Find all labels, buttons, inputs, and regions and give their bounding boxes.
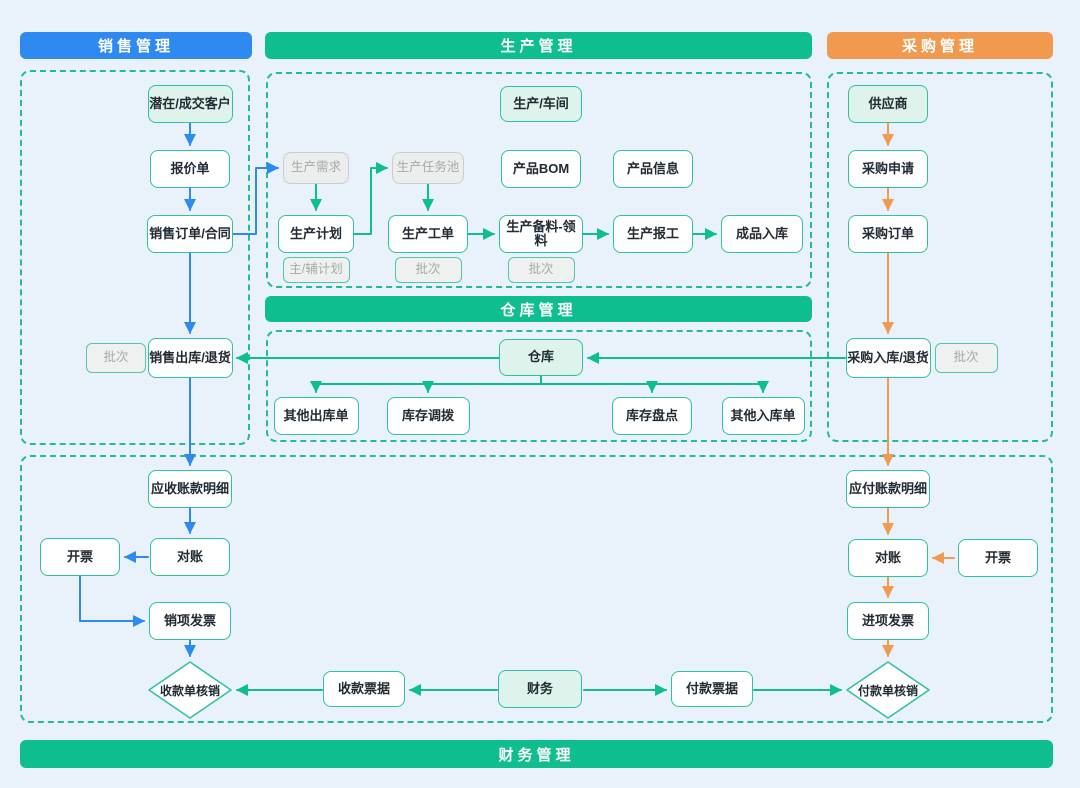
node-main-aux-plan: 主/辅计划 — [282, 257, 350, 283]
sales-management-header: 销售管理 — [20, 32, 252, 59]
node-payable-details: 应付账款明细 — [846, 470, 930, 508]
node-inventory-transfer: 库存调拨 — [386, 397, 470, 435]
node-production-demand: 生产需求 — [283, 152, 349, 184]
node-sales-outbound-return: 销售出库/退货 — [147, 338, 233, 378]
production-management-header: 生产管理 — [265, 32, 812, 59]
node-purchase-inbound-return: 采购入库/退货 — [845, 338, 931, 378]
node-potential-customer: 潜在/成交客户 — [147, 85, 233, 123]
node-purchase-order: 采购订单 — [848, 215, 928, 253]
node-finished-goods-inbound: 成品入库 — [721, 215, 803, 253]
node-inventory-count: 库存盘点 — [612, 397, 692, 435]
node-sales-invoice: 销项发票 — [149, 602, 231, 640]
node-batch-work-order: 批次 — [394, 257, 462, 283]
node-reconciliation-purchase: 对账 — [848, 539, 928, 577]
node-production-task-pool: 生产任务池 — [392, 152, 464, 184]
purchase-management-header: 采购管理 — [827, 32, 1053, 59]
node-supplier: 供应商 — [848, 85, 928, 123]
node-invoice-issue-sales: 开票 — [40, 538, 120, 576]
node-purchase-request: 采购申请 — [848, 150, 928, 188]
edge-invoice-sales-invoice — [79, 575, 145, 627]
node-product-bom: 产品BOM — [501, 150, 581, 188]
node-reconciliation-sales: 对账 — [150, 538, 230, 576]
node-production-work-order: 生产工单 — [388, 215, 468, 253]
node-payment-bill: 付款票据 — [671, 671, 753, 707]
warehouse-section — [266, 330, 812, 442]
node-batch-sales: 批次 — [86, 343, 146, 373]
diamond-shape — [846, 661, 930, 719]
node-quotation: 报价单 — [150, 150, 230, 188]
edge-plan-task-pool — [353, 162, 388, 235]
finance-section — [20, 455, 1053, 723]
warehouse-management-header: 仓库管理 — [265, 296, 812, 322]
node-other-outbound-order: 其他出库单 — [273, 397, 359, 435]
node-product-info: 产品信息 — [613, 150, 693, 188]
node-batch-picking: 批次 — [507, 257, 575, 283]
node-finance: 财务 — [498, 670, 582, 708]
node-payment-verification: 付款单核销 — [846, 661, 930, 719]
node-receipt-bill: 收款票据 — [323, 671, 405, 707]
node-batch-purchase: 批次 — [934, 343, 998, 373]
node-label: 收款单核销 — [159, 683, 220, 698]
edge-order-production-demand — [232, 162, 279, 235]
node-warehouse: 仓库 — [499, 339, 583, 376]
node-receipt-verification: 收款单核销 — [148, 661, 232, 719]
node-sales-order-contract: 销售订单/合同 — [147, 215, 233, 253]
node-label: 付款单核销 — [857, 683, 918, 698]
node-receivable-details: 应收账款明细 — [148, 470, 232, 508]
diamond-shape — [148, 661, 232, 719]
node-production-workshop: 生产/车间 — [500, 86, 582, 122]
production-section — [266, 72, 812, 288]
sales-section — [20, 70, 250, 445]
node-other-inbound-order: 其他入库单 — [721, 397, 805, 435]
node-production-report: 生产报工 — [613, 215, 693, 253]
finance-management-header: 财务管理 — [20, 740, 1053, 768]
node-production-plan: 生产计划 — [278, 215, 354, 253]
node-production-material-picking: 生产备料-领料 — [499, 215, 583, 253]
purchase-section — [827, 72, 1053, 442]
node-invoice-issue-purchase: 开票 — [958, 539, 1038, 577]
node-purchase-invoice: 进项发票 — [847, 602, 929, 640]
